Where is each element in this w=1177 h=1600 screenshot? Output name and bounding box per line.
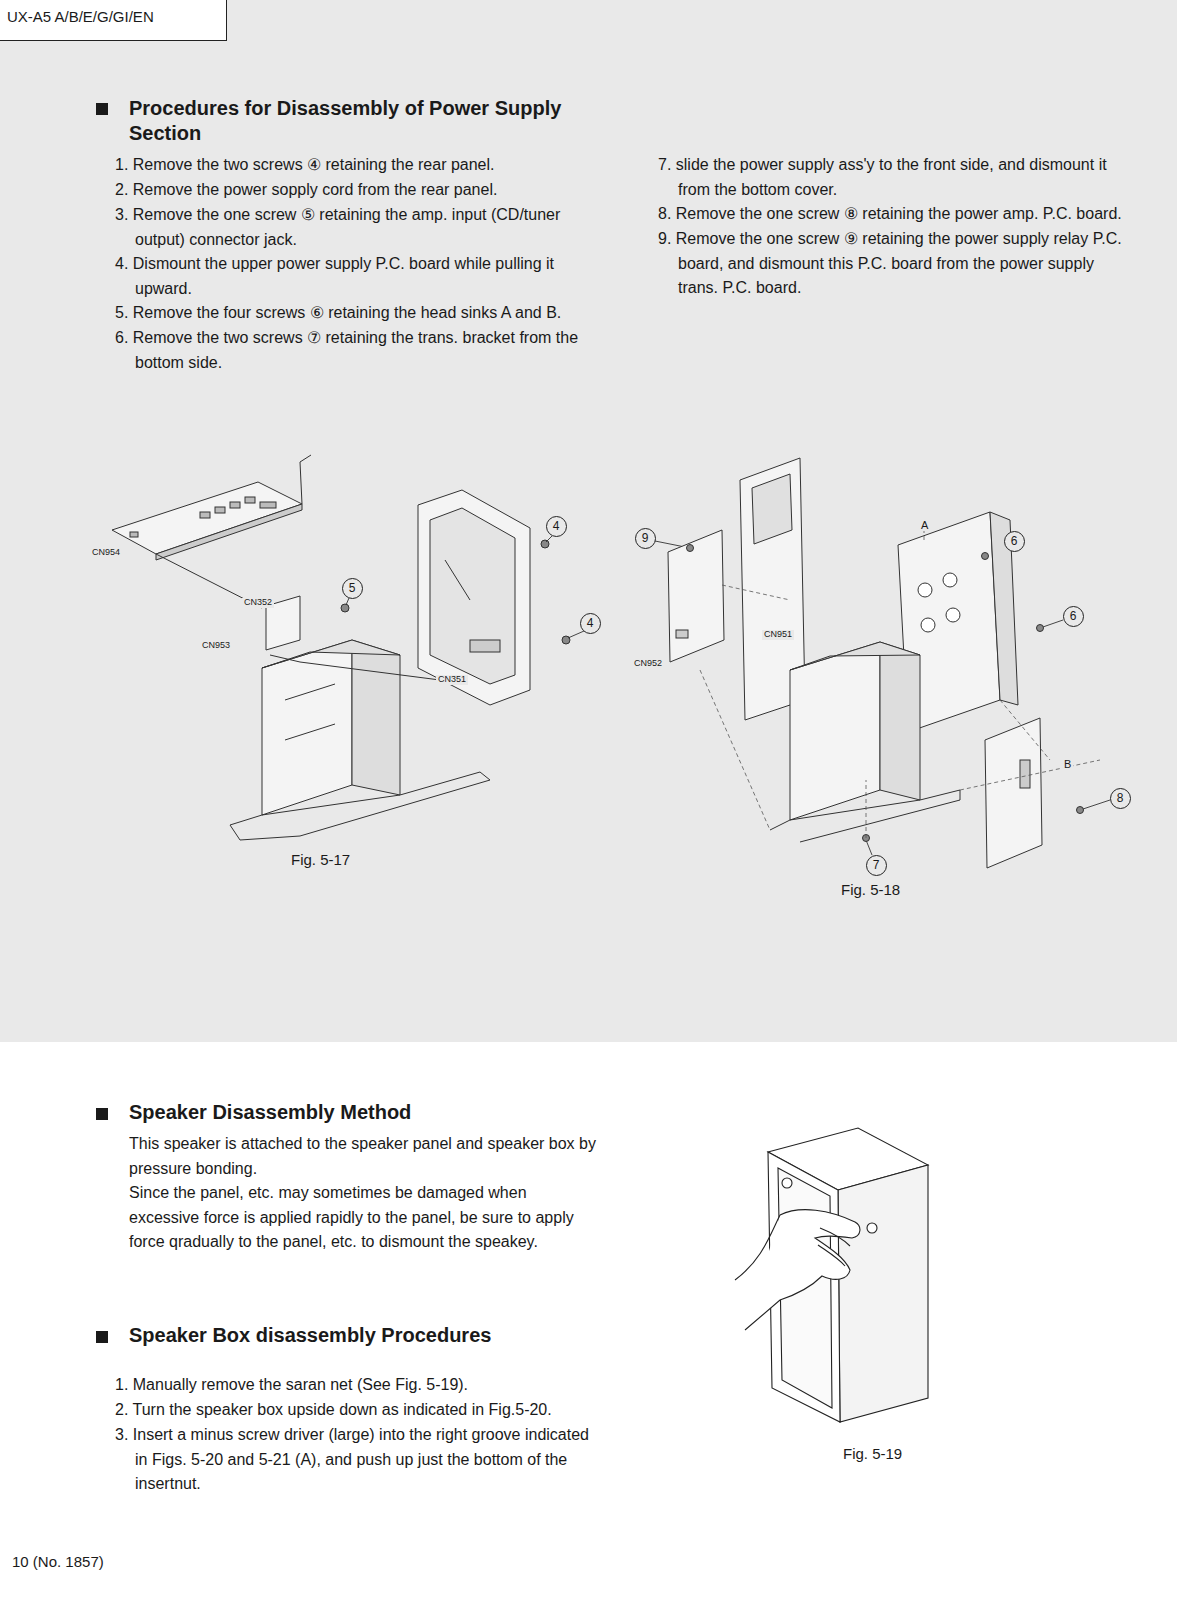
- body-text: 1. Manually remove the saran net (See Fi…: [115, 1373, 599, 1398]
- callout-circle: 8: [1110, 788, 1131, 809]
- body-text: 1. Remove the two screws ④ retaining the…: [115, 153, 585, 178]
- callout-circle: 9: [635, 528, 656, 549]
- node-text: 6: [1070, 609, 1077, 623]
- guide-lines: [700, 520, 1100, 838]
- body-text: 9. Remove the one screw ⑨ retaining the …: [658, 227, 1128, 301]
- body-text: 2. Remove the power sopply cord from the…: [115, 178, 585, 203]
- connector-name: CN952: [632, 659, 664, 669]
- body-text: 4. Dismount the upper power supply P.C. …: [115, 252, 585, 301]
- body-text: 5. Remove the four screws ⑥ retaining th…: [115, 301, 585, 326]
- body-text: 2. Turn the speaker box upside down as i…: [115, 1398, 599, 1423]
- part-letter: A: [919, 519, 930, 531]
- callout-circle: 5: [342, 578, 363, 599]
- speaker-box: [735, 1128, 928, 1422]
- callout-circle: 4: [580, 613, 601, 634]
- connector-name: CN953: [200, 641, 232, 651]
- figure-caption: Fig. 5-17: [289, 852, 352, 869]
- figure-caption: Fig. 5-19: [843, 1442, 902, 1467]
- node-text: 4: [553, 519, 560, 533]
- node-text: 9: [642, 531, 649, 545]
- fig-5-18: [668, 458, 1084, 868]
- body-text: 7. slide the power supply ass'y to the f…: [658, 153, 1128, 202]
- body-text: 8. Remove the one screw ⑧ retaining the …: [658, 202, 1128, 227]
- page-number: 10 (No. 1857): [12, 1550, 104, 1575]
- node-text: 6: [1011, 534, 1018, 548]
- node-text: UX-A5 A/B/E/G/GI/EN: [7, 8, 154, 25]
- node-text: 4: [587, 616, 594, 630]
- body-text: 6. Remove the two screws ⑦ retaining the…: [115, 326, 585, 375]
- fig-5-17: [112, 455, 570, 840]
- connector-name: CN954: [90, 548, 122, 558]
- callout-circle: 7: [866, 855, 887, 876]
- connector-name: CN351: [436, 675, 468, 685]
- page-ground: [0, 0, 1177, 1042]
- body-text: Since the panel, etc. may sometimes be d…: [129, 1181, 599, 1255]
- figure-caption: Fig. 5-18: [839, 882, 902, 899]
- body-text: 3. Remove the one screw ⑤ retaining the …: [115, 203, 585, 252]
- connector-name: CN352: [242, 598, 274, 608]
- node-text: 8: [1117, 791, 1124, 805]
- body-text: This speaker is attached to the speaker …: [129, 1132, 599, 1181]
- section-heading: Procedures for Disassembly of Power Supp…: [129, 96, 599, 146]
- callout-circle: 6: [1063, 606, 1084, 627]
- callout-circle: 6: [1004, 531, 1025, 552]
- callout-circle: 4: [546, 516, 567, 537]
- section-heading: Speaker Disassembly Method: [129, 1100, 599, 1125]
- node-text: 5: [349, 581, 356, 595]
- body-text: 3. Insert a minus screw driver (large) i…: [115, 1423, 599, 1497]
- connector-name: CN951: [762, 630, 794, 640]
- bullets: [96, 103, 108, 1343]
- section-heading: Speaker Box disassembly Procedures: [129, 1323, 599, 1348]
- part-letter: B: [1062, 758, 1073, 770]
- model-header-box: UX-A5 A/B/E/G/GI/EN: [0, 0, 227, 41]
- node-text: 7: [873, 858, 880, 872]
